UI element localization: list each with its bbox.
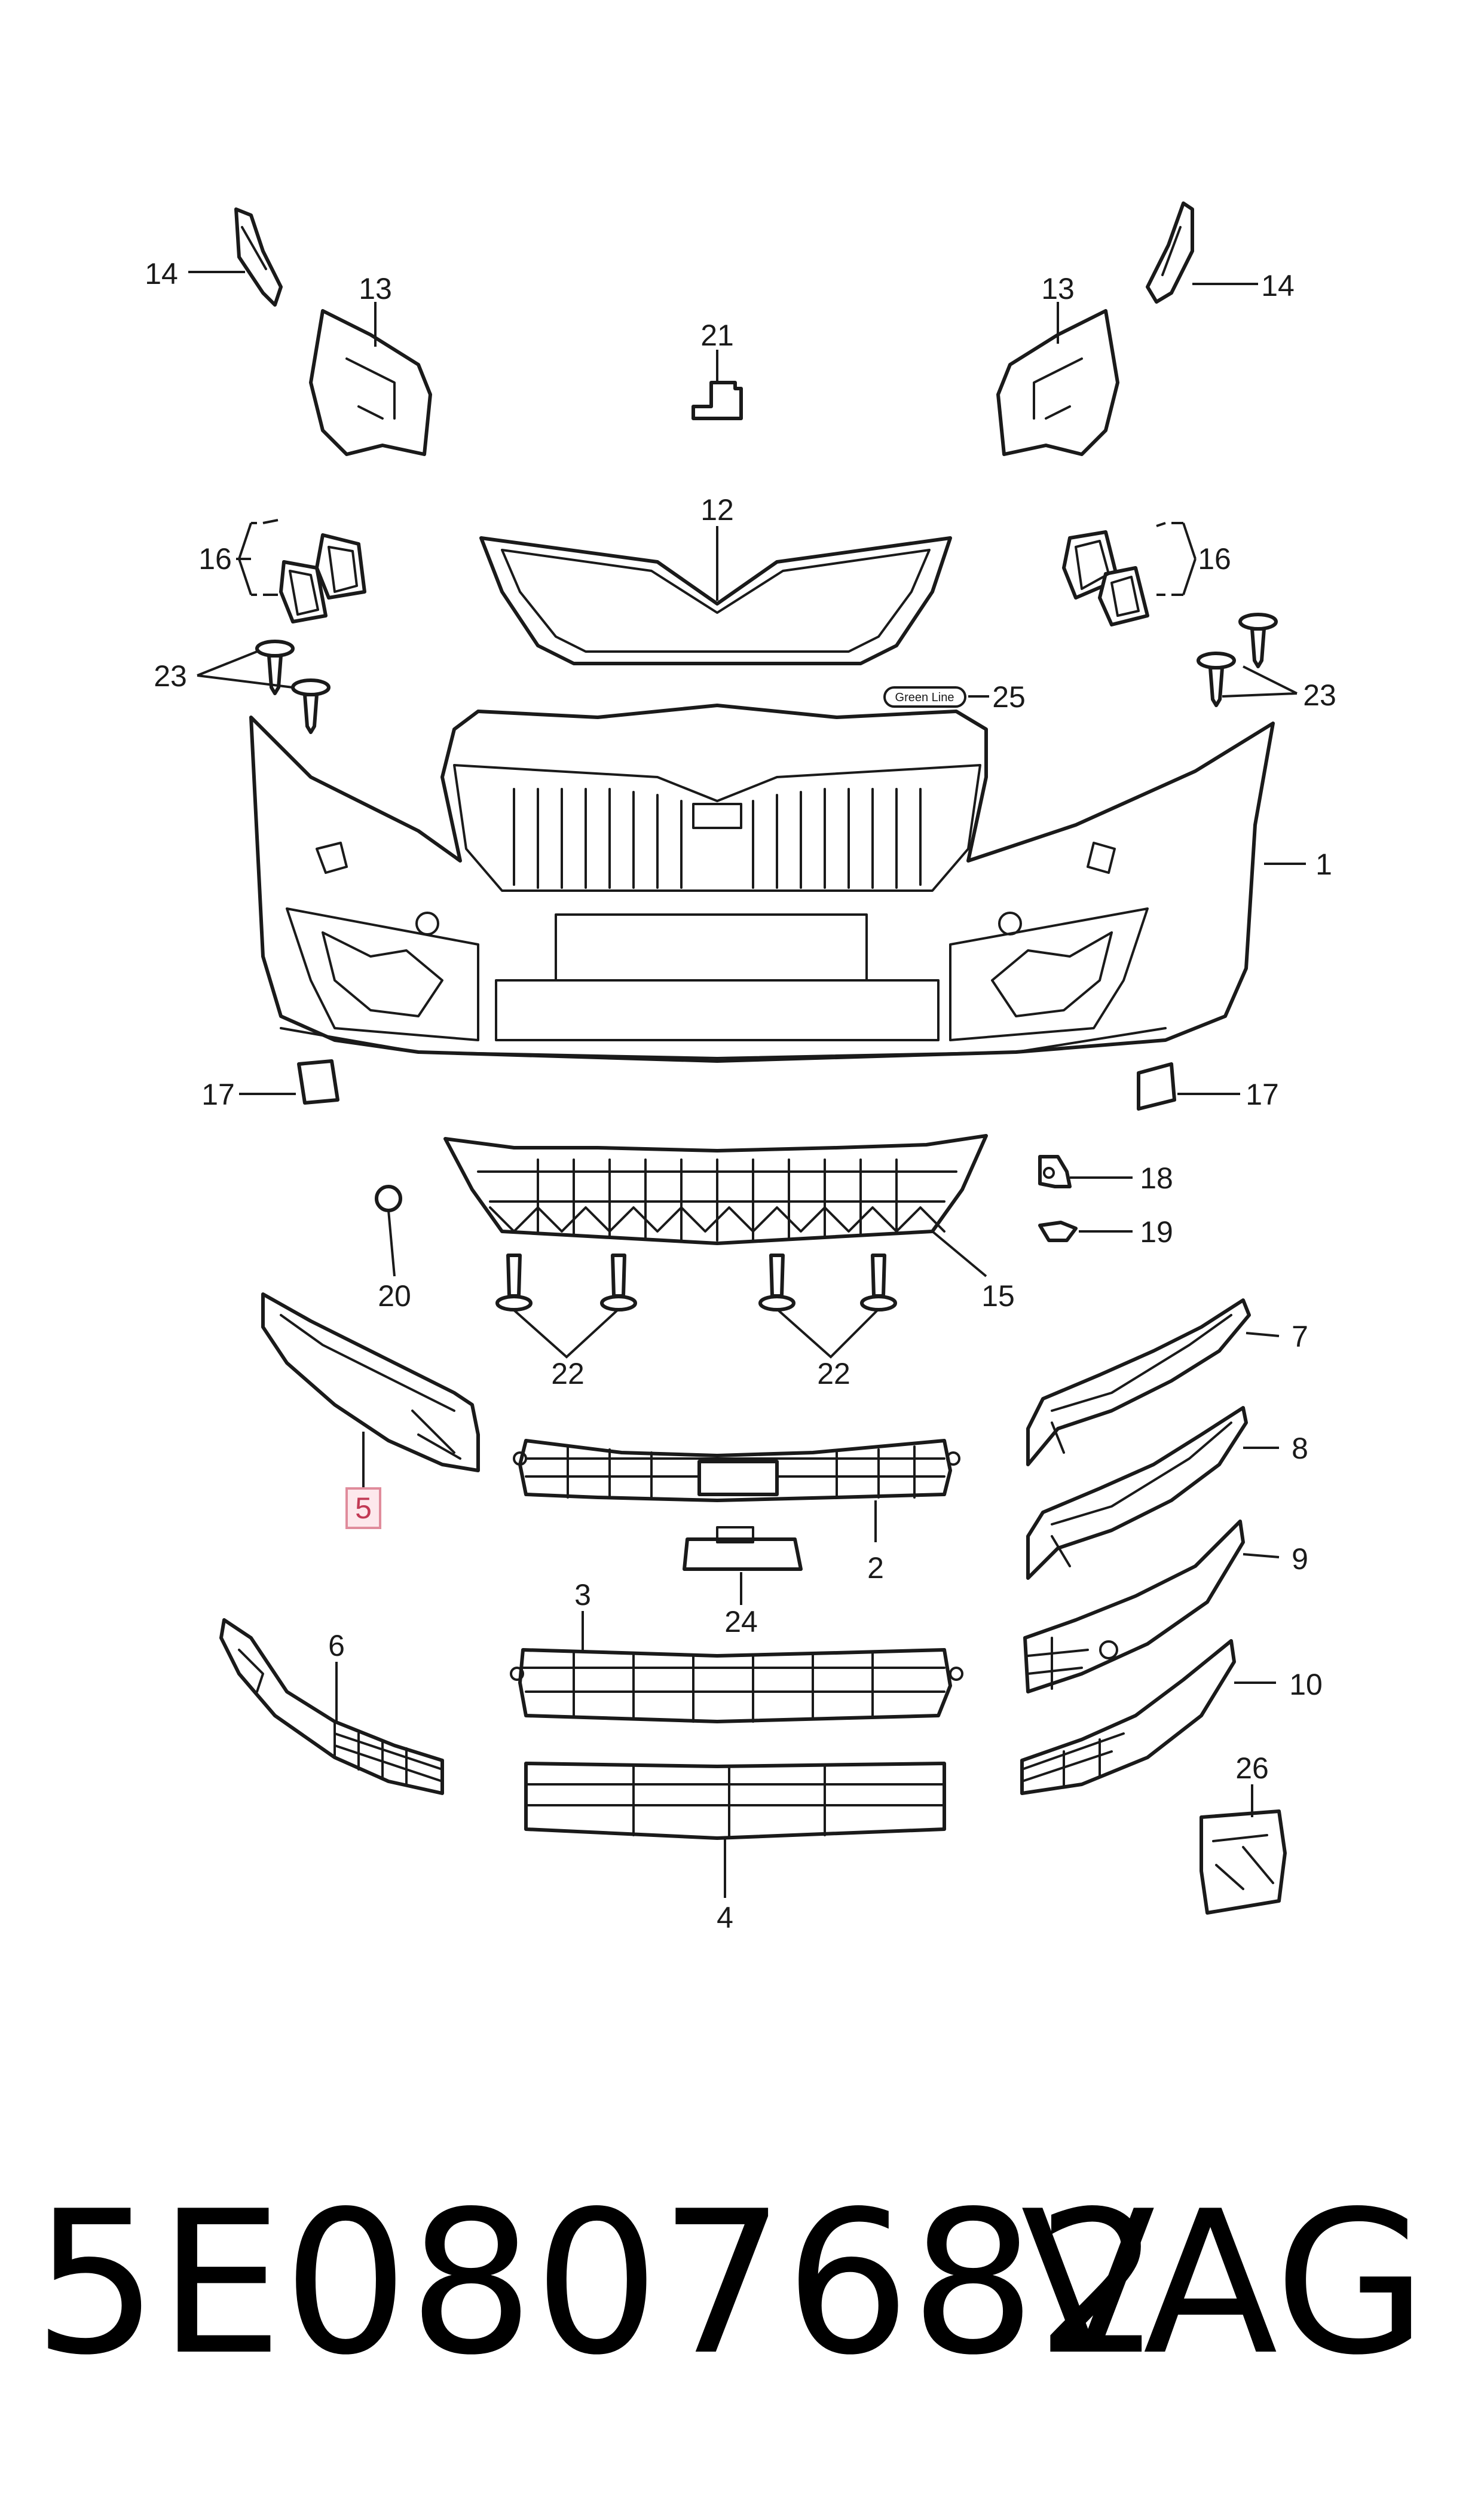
part-6-left-trim bbox=[219, 1618, 444, 1795]
badge-text: Green Line bbox=[895, 691, 954, 704]
part-16-left-covers bbox=[279, 533, 366, 623]
part-23-screws-right bbox=[1197, 613, 1278, 707]
label-12: 12 bbox=[700, 493, 734, 527]
part-17-right-cover bbox=[1137, 1062, 1176, 1111]
label-22-right: 22 bbox=[817, 1357, 850, 1390]
label-19: 19 bbox=[1140, 1215, 1173, 1249]
part-13-right-bracket bbox=[996, 309, 1119, 456]
label-18: 18 bbox=[1140, 1161, 1173, 1195]
part-19-clip bbox=[1038, 1221, 1078, 1242]
part-7-right-trim bbox=[1026, 1298, 1251, 1466]
part-14-right-bracket bbox=[1146, 201, 1194, 304]
part-23-screws-left bbox=[255, 640, 331, 734]
label-23-right: 23 bbox=[1303, 678, 1336, 712]
reference-numbers: 14 14 13 13 21 12 16 16 23 23 25 1 17 17… bbox=[145, 257, 1336, 1934]
part-4-bottom-grille bbox=[524, 1762, 946, 1840]
label-7: 7 bbox=[1292, 1320, 1308, 1353]
part-22-screws bbox=[495, 1254, 897, 1312]
label-17-right: 17 bbox=[1246, 1078, 1279, 1111]
part-3-lower-grille bbox=[510, 1648, 963, 1723]
label-1: 1 bbox=[1315, 848, 1332, 881]
part-21-clip bbox=[691, 381, 743, 420]
label-14-right: 14 bbox=[1261, 269, 1295, 302]
brand-caption: VAG bbox=[1020, 2169, 1427, 2398]
part-14-left-bracket bbox=[234, 207, 283, 307]
part-9-right-trim bbox=[1023, 1520, 1245, 1693]
label-4: 4 bbox=[717, 1901, 733, 1934]
label-13-left: 13 bbox=[359, 272, 392, 305]
label-23-left: 23 bbox=[154, 659, 187, 693]
label-6: 6 bbox=[328, 1629, 345, 1662]
part-13-left-bracket bbox=[309, 309, 432, 456]
label-10: 10 bbox=[1289, 1668, 1323, 1701]
label-14-left: 14 bbox=[145, 257, 178, 291]
part-2-grille bbox=[513, 1439, 960, 1502]
label-16-left: 16 bbox=[198, 542, 232, 576]
label-3: 3 bbox=[574, 1578, 591, 1612]
label-22-left: 22 bbox=[551, 1357, 585, 1390]
label-26: 26 bbox=[1235, 1751, 1269, 1785]
label-13-right: 13 bbox=[1041, 272, 1075, 305]
label-20: 20 bbox=[378, 1279, 411, 1313]
label-24: 24 bbox=[724, 1605, 758, 1638]
label-21: 21 bbox=[700, 319, 734, 352]
label-15: 15 bbox=[981, 1279, 1015, 1313]
label-2: 2 bbox=[867, 1551, 884, 1585]
part-5-left-trim bbox=[261, 1292, 480, 1472]
part-1-bumper-cover bbox=[249, 704, 1275, 1063]
label-5-highlighted: 5 bbox=[355, 1491, 372, 1525]
label-25: 25 bbox=[992, 680, 1026, 714]
label-17-left: 17 bbox=[201, 1078, 235, 1111]
part-26-bag bbox=[1200, 1809, 1287, 1915]
label-16-right: 16 bbox=[1198, 542, 1231, 576]
part-20-plug bbox=[375, 1185, 402, 1212]
part-10-right-trim bbox=[1020, 1639, 1236, 1795]
part-15-grille-support bbox=[443, 1134, 988, 1245]
part-17-left-cover bbox=[297, 1059, 339, 1105]
part-18-clip bbox=[1038, 1155, 1072, 1188]
part-16-right-covers bbox=[1062, 530, 1149, 626]
part-12-grille-frame bbox=[479, 536, 952, 665]
label-9: 9 bbox=[1292, 1542, 1308, 1576]
part-8-right-trim bbox=[1026, 1406, 1248, 1580]
part-number-caption: 5E0807682 bbox=[33, 2169, 1162, 2398]
leader-lines bbox=[188, 271, 1306, 1898]
part-25-badge: Green Line bbox=[883, 686, 966, 708]
part-24-bracket bbox=[683, 1526, 803, 1571]
label-8: 8 bbox=[1292, 1432, 1308, 1465]
highlight-box-part-5 bbox=[345, 1487, 381, 1529]
